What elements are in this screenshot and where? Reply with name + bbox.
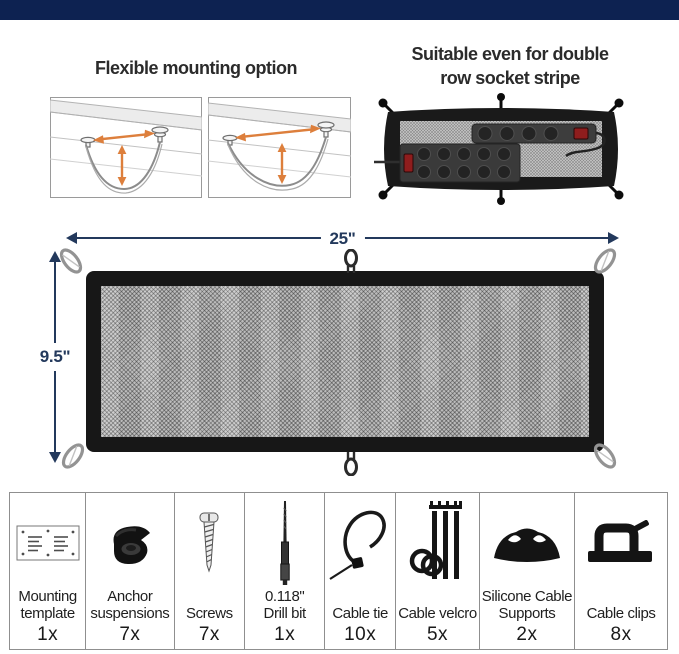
cable-management-net [86,271,604,452]
height-dimension: 9.5" [36,251,74,463]
cable-clips-icon [577,498,665,587]
kit-item-label: Cable clips [586,605,656,622]
arrowhead-right-icon [608,232,619,244]
cable-velcro-icon [398,498,477,587]
anchor-suspension-icon [88,498,171,587]
kit-item-cable-velcro: Cable velcro 5x [395,493,479,649]
kit-item-silicone-supports: Silicone Cable Supports 2x [478,493,574,649]
wire-loop-icon [342,450,360,476]
kit-item-count: 1x [37,624,59,645]
net-mesh [101,286,589,437]
arrowhead-up-icon [49,251,61,262]
kit-item-cable-tie: Cable tie 10x [324,493,395,649]
kit-item-count: 1x [274,624,296,645]
arrowhead-left-icon [66,232,77,244]
carabiner-hook-icon [584,239,625,282]
height-dimension-label: 9.5" [36,343,74,371]
kit-item-count: 8x [610,624,632,645]
included-accessories-grid: Mounting template 1x Anchor suspensions … [9,492,668,650]
kit-item-count: 2x [516,624,538,645]
socket-title-line1: Suitable even for double [411,44,609,64]
width-dimension: 25" [66,229,619,249]
kit-item-label: Silicone Cable Supports [481,588,573,622]
kit-item-label: Screws [185,605,233,622]
power-switch [573,127,589,140]
cable-tie-icon [327,498,393,587]
anchor-suspension-drawing [222,121,335,146]
kit-item-count: 10x [344,624,377,645]
kit-item-label: 0.118" Drill bit [263,588,307,622]
mounting-section-title: Flexible mounting option [95,58,297,78]
kit-item-cable-clips: Cable clips 8x [574,493,667,649]
kit-item-count: 7x [119,624,141,645]
adjust-arrows [93,129,155,186]
carabiner-hook-icon [52,434,93,477]
carabiner-hook-icon [50,239,91,282]
mounting-template-icon [12,498,83,587]
kit-item-count: 5x [426,624,449,645]
mounting-illustration-narrow [50,97,202,198]
socket-title-line2: row socket stripe [440,68,580,88]
socket-section-title: Suitable even for double row socket stri… [378,42,642,90]
power-switch [403,153,414,173]
kit-item-label: Cable tie [332,605,388,622]
top-accent-bar [0,0,679,20]
adjust-arrows [235,124,321,184]
wire-loop-icon [342,249,360,275]
carabiner-hook-icon [584,434,625,477]
kit-item-anchor-suspensions: Anchor suspensions 7x [85,493,173,649]
kit-item-label: Anchor suspensions [90,588,170,622]
kit-item-drill-bit: 0.118" Drill bit 1x [244,493,324,649]
single-row-power-strip [471,123,606,158]
kit-item-mounting-template: Mounting template 1x [10,493,85,649]
kit-item-screws: Screws 7x [173,493,245,649]
kit-item-count: 7x [198,624,220,645]
double-row-power-strip [399,143,521,183]
silicone-cable-supports-icon [482,498,572,587]
kit-item-label: Mounting template [18,588,77,622]
double-row-socket-photo [374,93,624,205]
arrowhead-down-icon [49,452,61,463]
screw-icon [177,498,243,587]
drill-bit-icon [247,498,322,587]
mounting-illustration-wide [208,97,351,198]
kit-item-label: Cable velcro [398,605,477,622]
width-dimension-label: 25" [320,229,365,249]
